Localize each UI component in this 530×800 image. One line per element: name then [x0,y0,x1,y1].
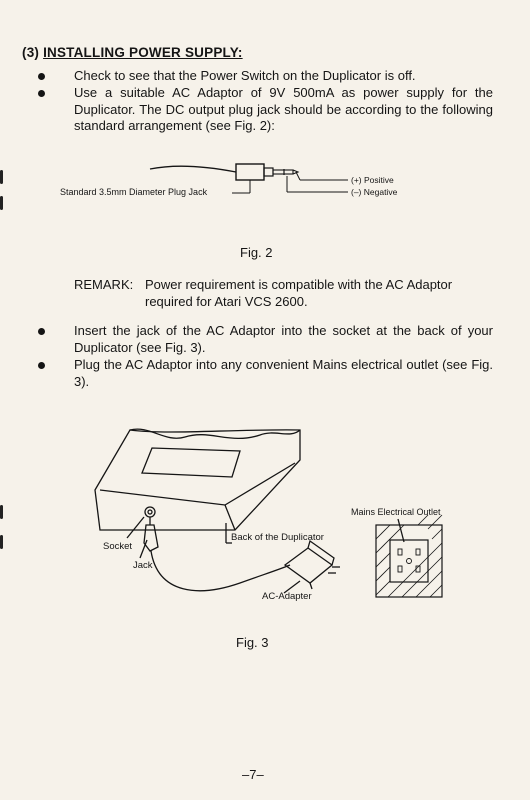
bullet-text: Check to see that the Power Switch on th… [74,68,416,83]
edge-mark [0,535,3,549]
bullet-text: Insert the jack of the AC Adaptor into t… [74,323,493,355]
duplicator-diagram: Socket Jack Back of the Duplicator AC-Ad… [94,428,443,602]
page-number: –7– [242,767,264,782]
section-title: INSTALLING POWER SUPPLY: [43,45,243,60]
fig2-caption: Fig. 2 [240,245,273,260]
remark-label: REMARK: [74,277,134,292]
section-number: (3) [22,45,40,60]
bullet-dot [38,73,45,80]
remark-line-2: required for Atari VCS 2600. [145,294,308,309]
plug-jack-label: Standard 3.5mm Diameter Plug Jack [60,187,208,197]
plug-jack-diagram: Standard 3.5mm Diameter Plug Jack (+) Po… [60,163,398,197]
bullet-text: Plug the AC Adaptor into any convenient … [74,357,493,389]
bullet-dot [38,362,45,369]
edge-mark [0,505,3,519]
bullet-item: Insert the jack of the AC Adaptor into t… [38,323,493,356]
back-of-duplicator-label: Back of the Duplicator [231,532,324,543]
mains-outlet-label: Mains Electrical Outlet [351,507,441,517]
socket-label: Socket [103,541,132,552]
bullet-item: Check to see that the Power Switch on th… [38,68,493,85]
negative-label: (–) Negative [351,187,398,197]
section-heading: (3) INSTALLING POWER SUPPLY: [22,45,243,60]
positive-label: (+) Positive [351,175,394,185]
edge-mark [0,196,3,210]
remark-line-1: Power requirement is compatible with the… [145,277,453,292]
bullet-item: Plug the AC Adaptor into any convenient … [38,357,493,390]
edge-mark [0,170,3,184]
bullet-dot [38,90,45,97]
bullet-text: Use a suitable AC Adaptor of 9V 500mA as… [74,85,493,133]
fig3-caption: Fig. 3 [236,635,269,650]
bullet-dot [38,328,45,335]
bullet-item: Use a suitable AC Adaptor of 9V 500mA as… [38,85,493,135]
ac-adapter-label: AC-Adapter [262,591,312,602]
jack-label: Jack [133,560,153,571]
remark-block: REMARK: Power requirement is compatible w… [74,276,504,310]
